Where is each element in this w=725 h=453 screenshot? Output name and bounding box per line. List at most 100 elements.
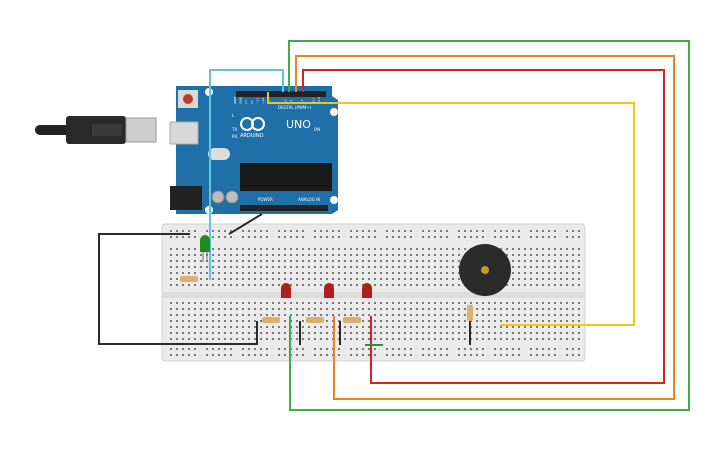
pin-label: RX 0	[317, 97, 321, 104]
breadboard-hole	[566, 278, 568, 280]
breadboard-hole	[500, 338, 502, 340]
breadboard-hole	[398, 354, 400, 356]
breadboard-hole	[422, 308, 424, 310]
breadboard-hole	[524, 326, 526, 328]
breadboard-hole	[338, 348, 340, 350]
breadboard-hole	[524, 332, 526, 334]
breadboard-hole	[368, 278, 370, 280]
breadboard-hole	[506, 326, 508, 328]
breadboard-hole	[344, 248, 346, 250]
breadboard-hole	[566, 308, 568, 310]
breadboard-hole	[368, 348, 370, 350]
breadboard-hole	[422, 348, 424, 350]
breadboard-hole	[518, 260, 520, 262]
breadboard-hole	[548, 236, 550, 238]
breadboard-hole	[500, 348, 502, 350]
breadboard-hole	[368, 230, 370, 232]
breadboard-hole	[188, 230, 190, 232]
breadboard-hole	[518, 314, 520, 316]
pin-label: ~6	[283, 99, 287, 104]
breadboard-hole	[416, 254, 418, 256]
breadboard-hole	[440, 302, 442, 304]
breadboard-hole	[506, 302, 508, 304]
breadboard-hole	[386, 326, 388, 328]
breadboard-hole	[446, 320, 448, 322]
breadboard-hole	[266, 332, 268, 334]
breadboard-hole	[320, 254, 322, 256]
breadboard-hole	[266, 338, 268, 340]
breadboard-hole	[512, 354, 514, 356]
breadboard-hole	[428, 260, 430, 262]
breadboard-hole	[356, 348, 358, 350]
breadboard-hole	[266, 272, 268, 274]
breadboard-hole	[176, 248, 178, 250]
breadboard-hole	[398, 236, 400, 238]
breadboard-hole	[572, 326, 574, 328]
breadboard-hole	[200, 326, 202, 328]
breadboard-hole	[344, 272, 346, 274]
breadboard-hole	[254, 308, 256, 310]
breadboard-hole	[344, 338, 346, 340]
breadboard-hole	[266, 326, 268, 328]
breadboard-hole	[458, 266, 460, 268]
breadboard-hole	[434, 302, 436, 304]
breadboard-hole	[242, 354, 244, 356]
breadboard-hole	[524, 248, 526, 250]
breadboard-hole	[452, 332, 454, 334]
breadboard-hole	[548, 308, 550, 310]
breadboard-hole	[356, 230, 358, 232]
breadboard-hole	[530, 254, 532, 256]
breadboard-hole	[194, 284, 196, 286]
breadboard-hole	[326, 230, 328, 232]
breadboard-hole	[512, 338, 514, 340]
breadboard-hole	[308, 308, 310, 310]
breadboard-hole	[350, 314, 352, 316]
breadboard-hole	[350, 248, 352, 250]
breadboard-hole	[452, 320, 454, 322]
breadboard-hole	[206, 230, 208, 232]
breadboard-hole	[392, 302, 394, 304]
breadboard-hole	[314, 284, 316, 286]
breadboard-hole	[260, 284, 262, 286]
breadboard-hole	[368, 354, 370, 356]
breadboard-hole	[296, 272, 298, 274]
breadboard-hole	[248, 254, 250, 256]
breadboard-hole	[326, 236, 328, 238]
breadboard-hole	[290, 254, 292, 256]
breadboard-hole	[248, 332, 250, 334]
breadboard-hole	[266, 314, 268, 316]
breadboard-hole	[182, 320, 184, 322]
breadboard-hole	[566, 348, 568, 350]
breadboard-hole	[512, 254, 514, 256]
breadboard-hole	[392, 230, 394, 232]
breadboard-hole	[506, 314, 508, 316]
breadboard-hole	[302, 338, 304, 340]
breadboard-hole	[350, 284, 352, 286]
breadboard-hole	[410, 236, 412, 238]
breadboard-hole	[230, 260, 232, 262]
breadboard-hole	[398, 254, 400, 256]
breadboard-hole	[434, 332, 436, 334]
breadboard-hole	[536, 266, 538, 268]
breadboard-hole	[314, 278, 316, 280]
breadboard-hole	[242, 338, 244, 340]
breadboard-hole	[350, 236, 352, 238]
breadboard-hole	[416, 302, 418, 304]
breadboard-hole	[254, 254, 256, 256]
breadboard-hole	[374, 266, 376, 268]
breadboard-hole	[290, 272, 292, 274]
breadboard-hole	[260, 314, 262, 316]
breadboard-hole	[302, 272, 304, 274]
breadboard-hole	[578, 302, 580, 304]
breadboard-hole	[512, 320, 514, 322]
breadboard-hole	[524, 320, 526, 322]
breadboard-hole	[236, 338, 238, 340]
breadboard-hole	[248, 354, 250, 356]
breadboard-hole	[248, 338, 250, 340]
breadboard-hole	[458, 278, 460, 280]
breadboard-hole	[422, 326, 424, 328]
breadboard-hole	[500, 326, 502, 328]
on-led-label: ON	[314, 127, 320, 132]
breadboard-hole	[248, 266, 250, 268]
breadboard-hole	[482, 308, 484, 310]
